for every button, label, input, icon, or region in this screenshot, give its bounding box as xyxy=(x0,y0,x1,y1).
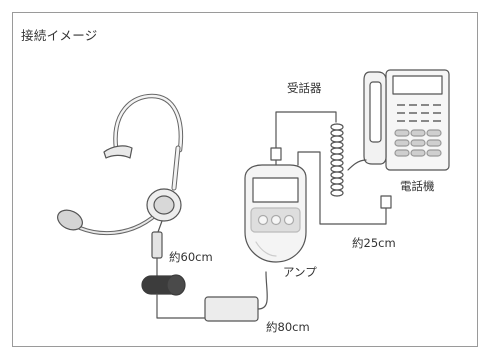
label-amp: アンプ xyxy=(283,265,317,279)
label-length-phone: 約25cm xyxy=(352,236,396,250)
coiled-cord xyxy=(330,123,367,197)
headset-illustration xyxy=(57,93,184,259)
ac-adapter xyxy=(204,271,268,322)
telephone-illustration xyxy=(363,69,450,171)
diagram-title: 接続イメージ xyxy=(21,28,98,43)
label-telephone: 電話機 xyxy=(400,179,435,193)
inline-connector xyxy=(141,274,186,296)
label-receiver: 受話器 xyxy=(287,81,322,95)
amplifier-unit xyxy=(244,164,307,263)
label-length-headset: 約60cm xyxy=(169,250,213,264)
label-length-adapter: 約80cm xyxy=(266,320,310,334)
